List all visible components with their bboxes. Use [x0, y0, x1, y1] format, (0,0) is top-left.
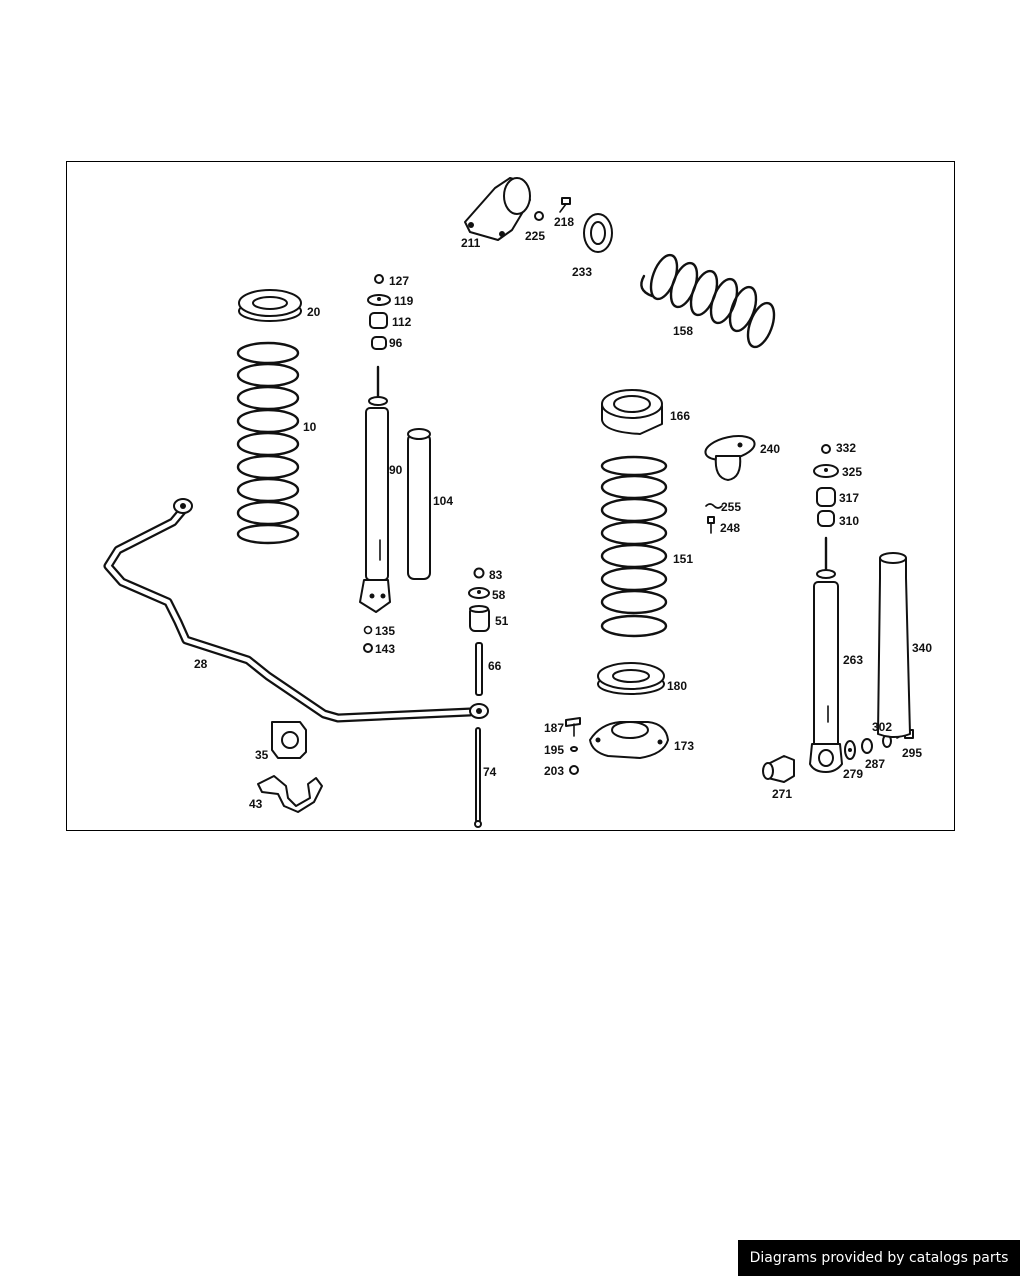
- label-302: 302: [872, 720, 892, 734]
- part-248-bolt[interactable]: [707, 516, 715, 534]
- part-332-nut[interactable]: [821, 444, 831, 454]
- label-135: 135: [375, 624, 395, 638]
- part-310-bushing[interactable]: [817, 510, 835, 527]
- label-166: 166: [670, 409, 690, 423]
- label-187: 187: [544, 721, 564, 735]
- label-119: 119: [394, 294, 414, 308]
- label-255: 255: [721, 500, 741, 514]
- part-340-boot[interactable]: [877, 552, 911, 738]
- label-233: 233: [572, 265, 592, 279]
- label-279: 279: [843, 767, 863, 781]
- label-310: 310: [839, 514, 859, 528]
- label-218: 218: [554, 215, 574, 229]
- part-158-spring[interactable]: [640, 252, 779, 351]
- label-104: 104: [433, 494, 453, 508]
- part-180-spring-pad[interactable]: [597, 662, 665, 695]
- part-203-nut[interactable]: [569, 765, 579, 775]
- label-143: 143: [375, 642, 395, 656]
- part-187-bolt[interactable]: [565, 717, 581, 737]
- diagram-frame: [66, 161, 955, 831]
- footer-credit-badge: Diagrams provided by catalogs parts: [738, 1240, 1020, 1276]
- label-263: 263: [843, 653, 863, 667]
- label-58: 58: [492, 588, 506, 602]
- part-35-bushing[interactable]: [271, 721, 307, 759]
- label-51: 51: [495, 614, 509, 628]
- label-248: 248: [720, 521, 740, 535]
- part-151-spring[interactable]: [600, 455, 668, 638]
- label-317: 317: [839, 491, 859, 505]
- part-233-clamp[interactable]: [583, 213, 613, 253]
- label-90: 90: [389, 463, 403, 477]
- part-195-washer[interactable]: [570, 746, 578, 752]
- label-66: 66: [488, 659, 502, 673]
- label-173: 173: [674, 739, 694, 753]
- part-325-washer[interactable]: [813, 464, 839, 478]
- part-119-washer[interactable]: [367, 294, 391, 306]
- label-295: 295: [902, 746, 922, 760]
- label-325: 325: [842, 465, 862, 479]
- label-28: 28: [194, 657, 208, 671]
- label-43: 43: [249, 797, 263, 811]
- part-74-link-rod[interactable]: [474, 727, 482, 828]
- label-180: 180: [667, 679, 687, 693]
- label-240: 240: [760, 442, 780, 456]
- part-112-bushing[interactable]: [369, 312, 388, 329]
- part-225-nut[interactable]: [534, 211, 544, 221]
- part-143-nut[interactable]: [363, 643, 373, 653]
- label-83: 83: [489, 568, 503, 582]
- label-96: 96: [389, 336, 403, 350]
- part-135-clip[interactable]: [363, 625, 373, 635]
- part-279-washer[interactable]: [844, 740, 856, 760]
- part-20-spring-pad[interactable]: [238, 289, 302, 322]
- part-58-washer[interactable]: [468, 587, 490, 599]
- part-173-spring-mount[interactable]: [589, 721, 669, 759]
- part-66-sleeve[interactable]: [475, 642, 483, 696]
- part-263-shock-absorber[interactable]: [809, 536, 843, 773]
- label-332: 332: [836, 441, 856, 455]
- part-96-bushing[interactable]: [371, 336, 387, 350]
- part-218-bolt[interactable]: [559, 197, 571, 213]
- label-35: 35: [255, 748, 269, 762]
- part-317-bushing[interactable]: [816, 487, 836, 507]
- part-127-nut[interactable]: [374, 274, 384, 284]
- part-287-nut[interactable]: [861, 738, 873, 754]
- part-211-bracket[interactable]: [464, 177, 531, 241]
- part-28-stabilizer-bar[interactable]: [103, 498, 489, 723]
- part-166-spring-seat[interactable]: [601, 389, 663, 435]
- part-104-boot[interactable]: [407, 428, 431, 580]
- label-74: 74: [483, 765, 497, 779]
- label-211: 211: [461, 236, 481, 250]
- label-271: 271: [772, 787, 792, 801]
- label-195: 195: [544, 743, 564, 757]
- label-127: 127: [389, 274, 409, 288]
- label-287: 287: [865, 757, 885, 771]
- label-112: 112: [392, 315, 412, 329]
- label-203: 203: [544, 764, 564, 778]
- part-271-bushing[interactable]: [762, 755, 795, 783]
- label-20: 20: [307, 305, 321, 319]
- label-225: 225: [525, 229, 545, 243]
- label-158: 158: [673, 324, 693, 338]
- part-90-shock-absorber[interactable]: [359, 365, 391, 613]
- label-10: 10: [303, 420, 317, 434]
- label-151: 151: [673, 552, 693, 566]
- part-10-spring[interactable]: [236, 341, 300, 545]
- label-340: 340: [912, 641, 932, 655]
- part-83-nut[interactable]: [473, 567, 485, 579]
- part-255-clip[interactable]: [705, 503, 723, 509]
- part-43-clamp[interactable]: [257, 775, 323, 813]
- part-51-bushing[interactable]: [469, 605, 490, 632]
- part-240-bump-stop[interactable]: [703, 432, 756, 481]
